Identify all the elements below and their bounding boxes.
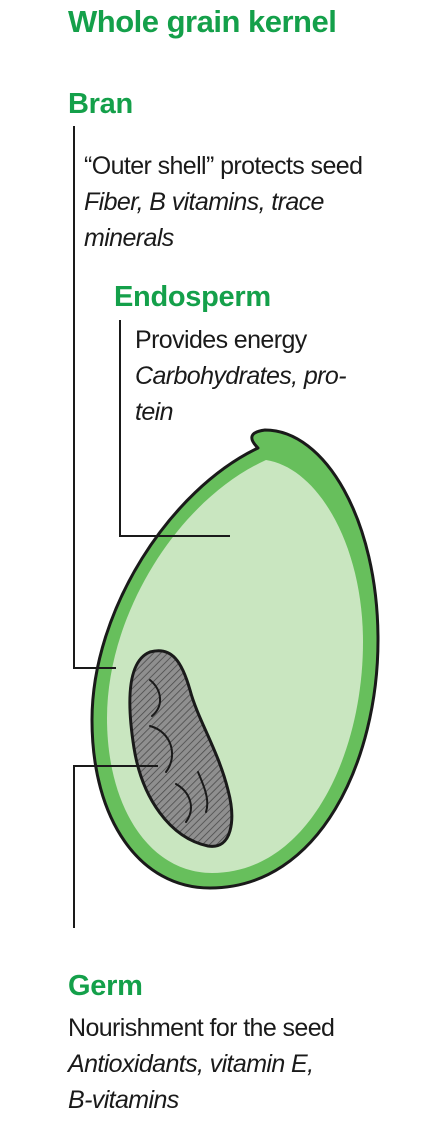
bran-leader-line (74, 126, 116, 668)
